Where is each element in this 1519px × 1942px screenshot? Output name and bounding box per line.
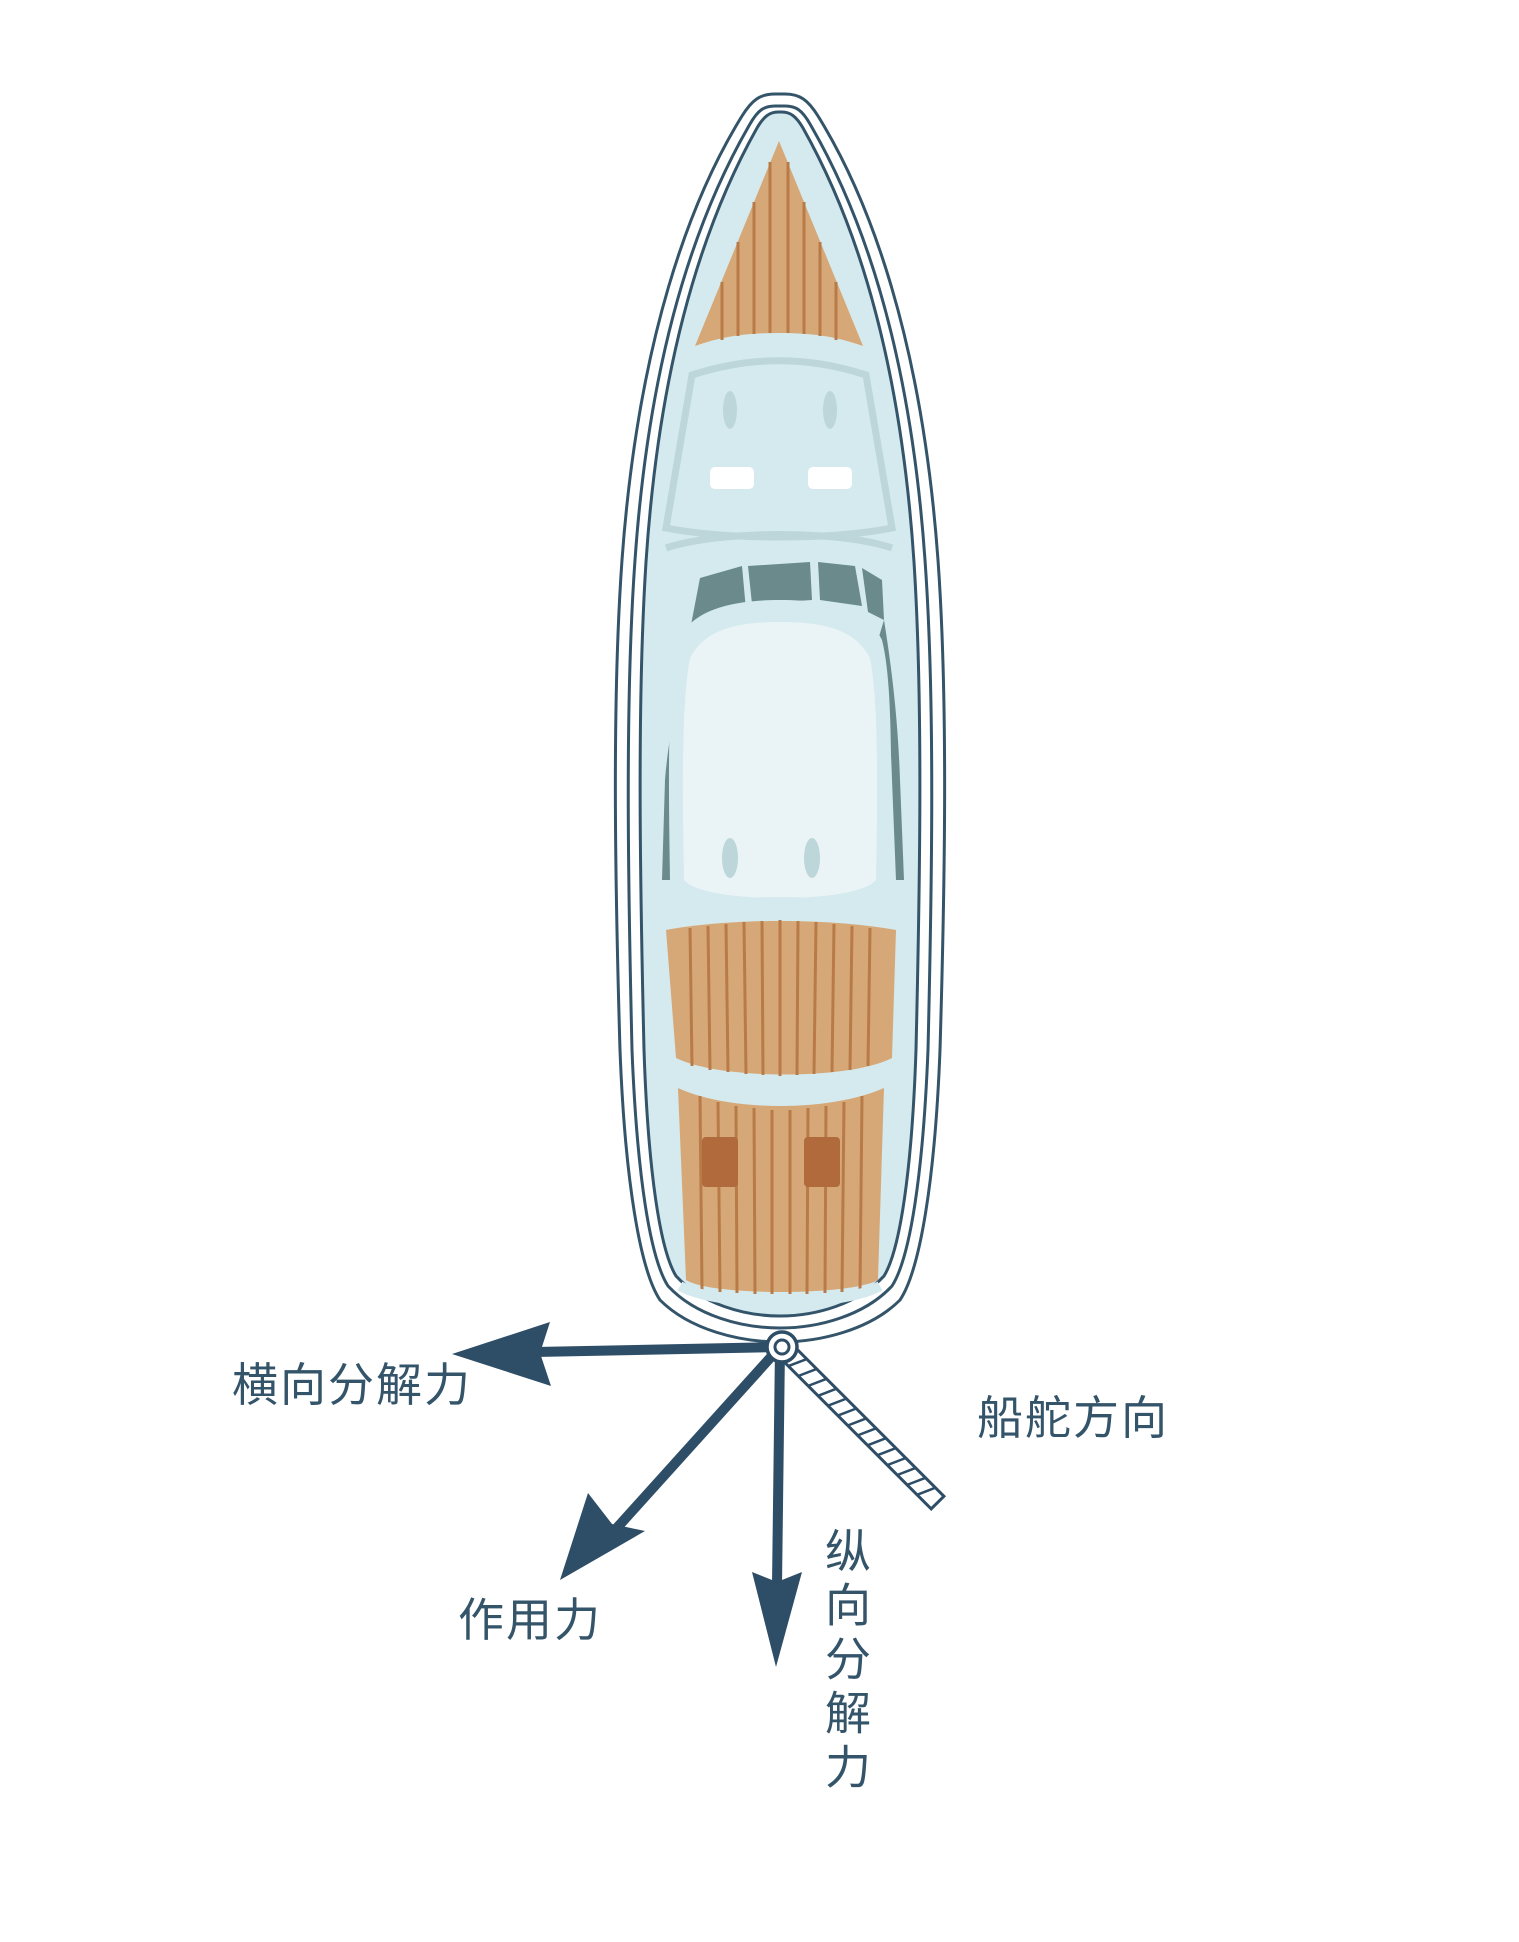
hatch-window-right: [808, 467, 852, 489]
pivot-circle-icon: [765, 1330, 799, 1364]
applied-force-label: 作用力: [458, 1593, 602, 1647]
roof-light-right: [804, 838, 820, 878]
roof-light-left: [722, 838, 738, 878]
longitudinal-force-label: 纵向分解力: [818, 1527, 872, 1797]
rudder: [773, 1338, 947, 1512]
lateral-force-arrow: [452, 1322, 781, 1386]
lateral-force-label: 横向分解力: [232, 1358, 472, 1412]
aft-deck-lower: [668, 1065, 894, 1308]
deck-hatch-right: [804, 1137, 840, 1187]
rudder-direction-label: 船舵方向: [977, 1391, 1169, 1445]
hatched-rudder-icon: [773, 1338, 947, 1512]
deck-hatch-left: [702, 1137, 738, 1187]
cabin-roof: [668, 600, 892, 904]
front-cabin: [661, 357, 897, 552]
porthole-right: [823, 391, 837, 429]
boat: [613, 92, 947, 1344]
porthole-left: [723, 391, 737, 429]
longitudinal-force-arrow: [752, 1346, 802, 1667]
bow-deck: [695, 141, 863, 346]
applied-force-arrow: [560, 1343, 784, 1580]
aft-deck-upper: [659, 897, 903, 1076]
force-arrows: [452, 1322, 802, 1667]
hatch-window-left: [710, 467, 754, 489]
